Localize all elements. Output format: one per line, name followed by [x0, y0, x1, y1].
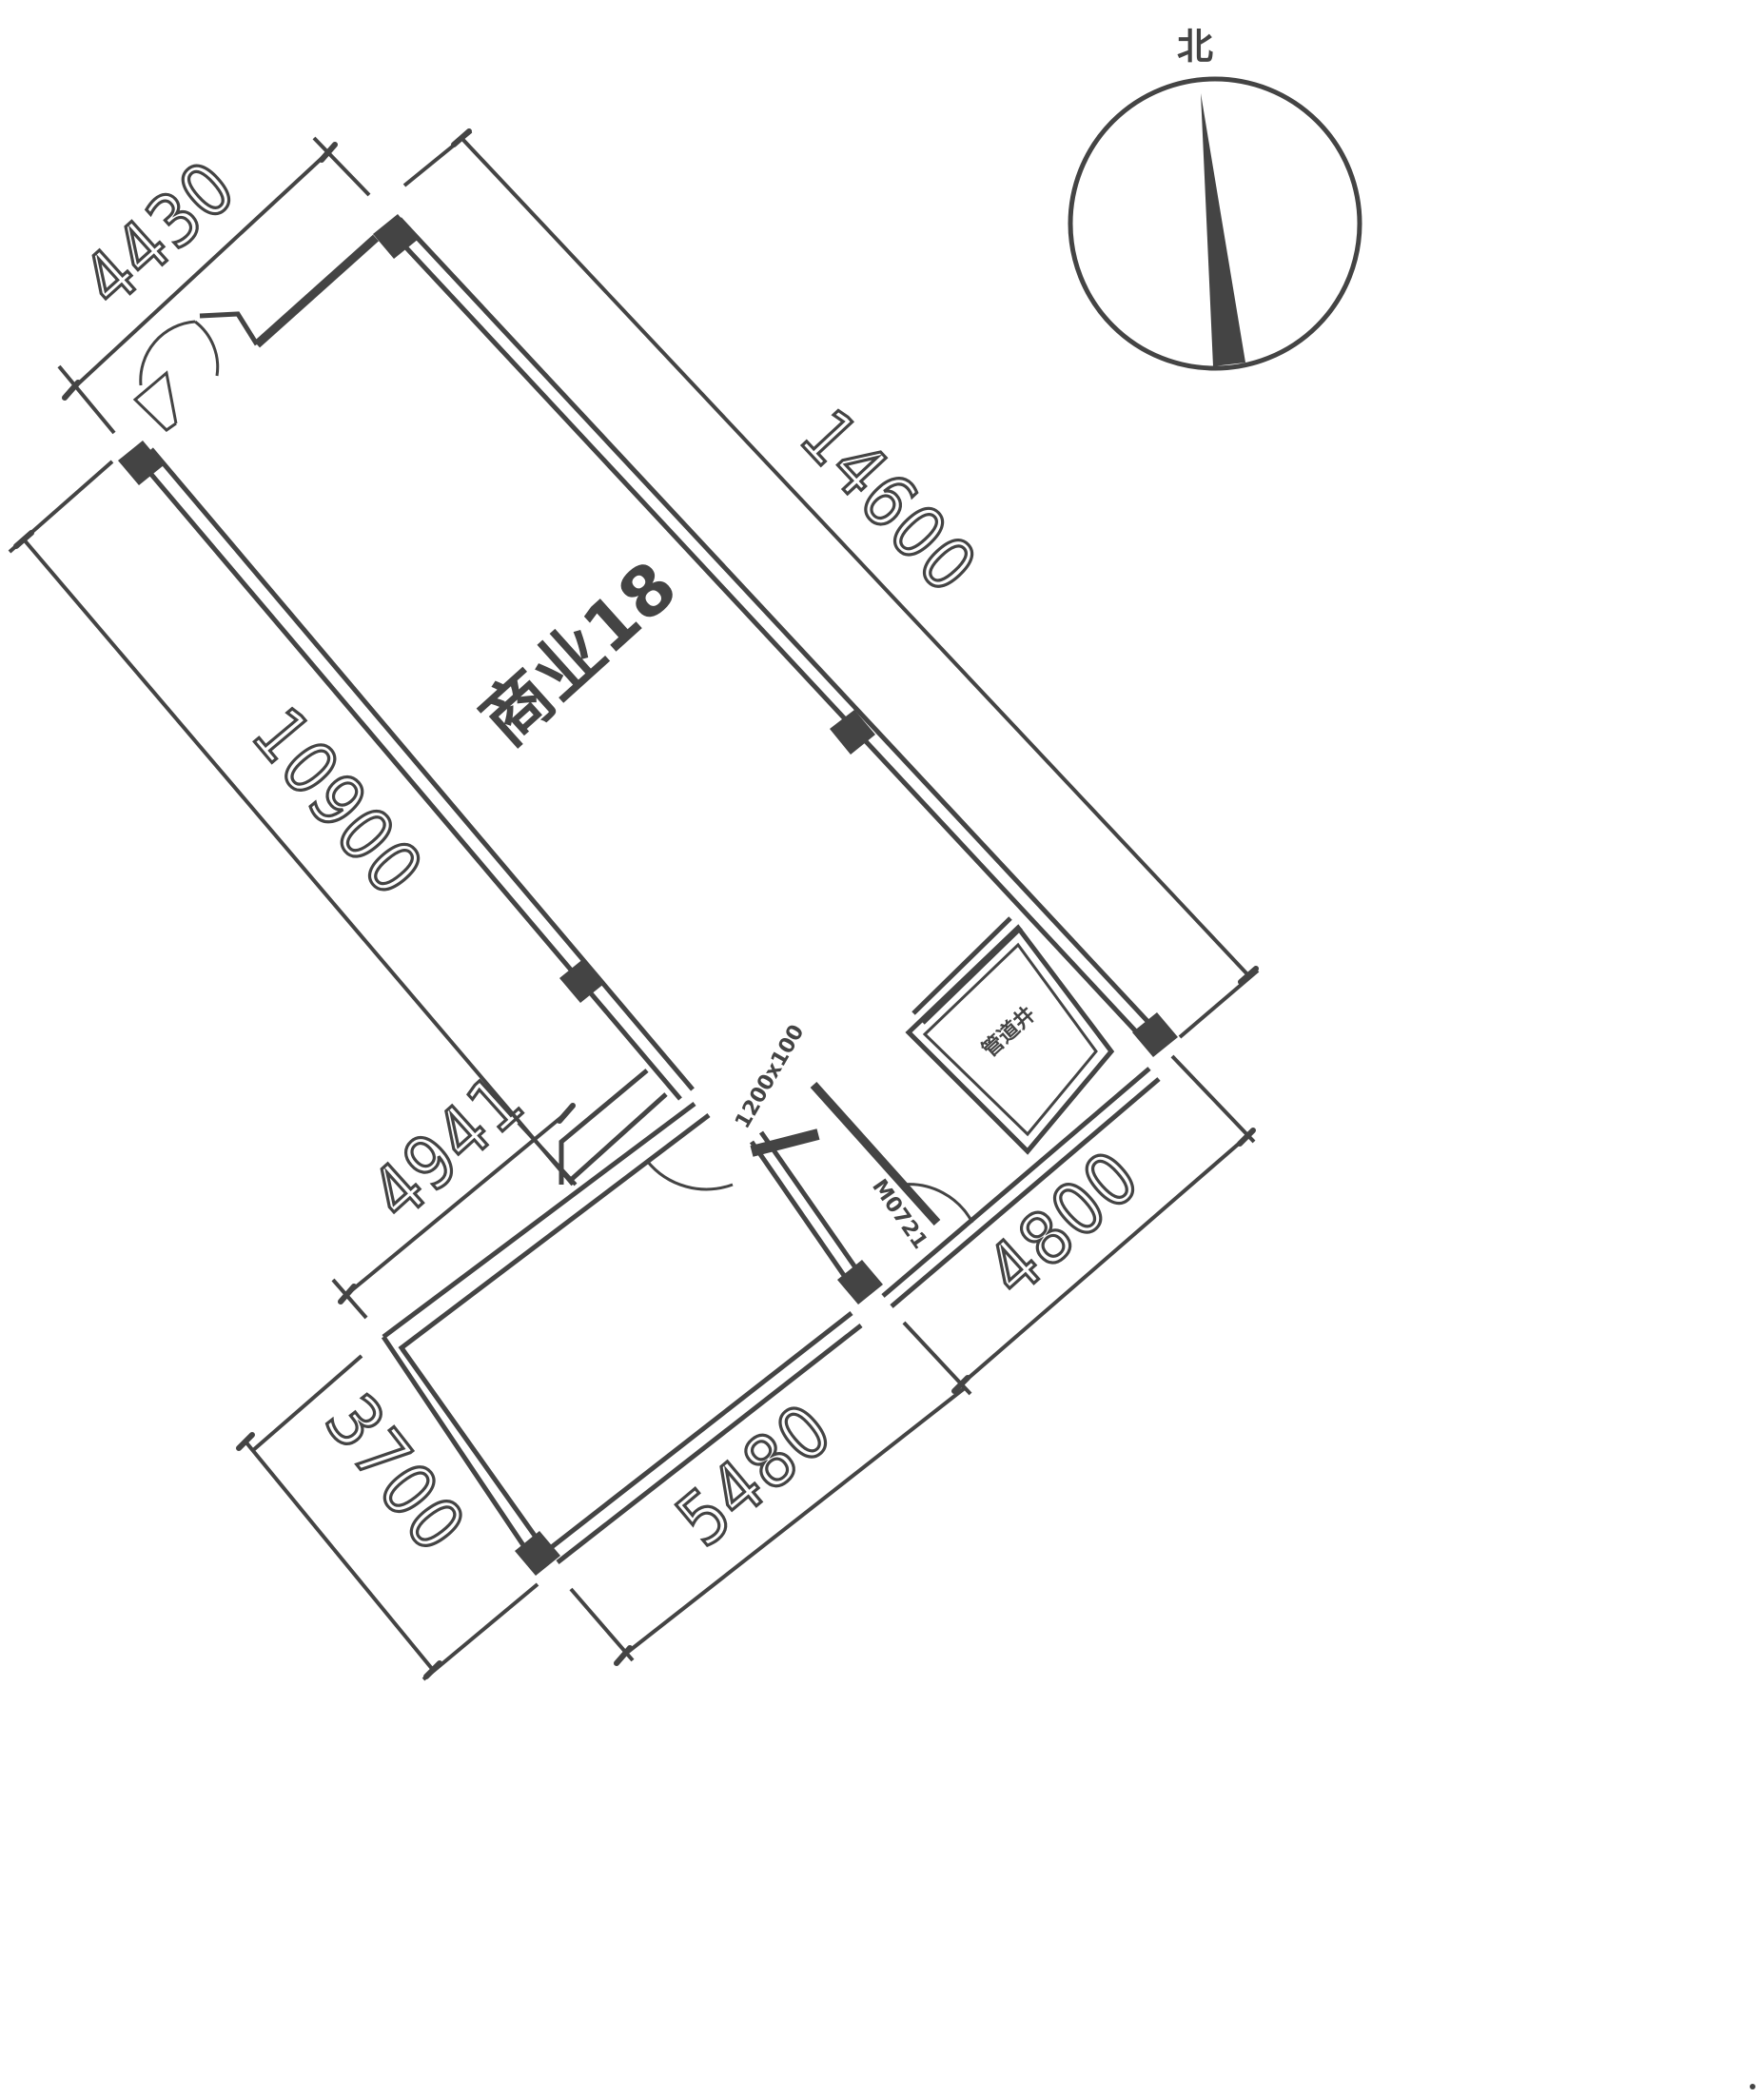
north-compass: 北 [1068, 26, 1362, 371]
pipe-shaft-label: 管道井 [977, 1002, 1040, 1062]
main-walls [132, 217, 1160, 1101]
corner-dot [1750, 2084, 1755, 2089]
dim-10900: 10900 [236, 692, 440, 912]
north-arrow-icon [1201, 93, 1245, 366]
door-swing-lower [645, 1160, 734, 1191]
dimension-lines [8, 128, 1260, 1681]
lower-walls [381, 1067, 1161, 1564]
door-swing [194, 320, 220, 377]
dim-14600: 14600 [784, 393, 993, 609]
opening-size-label: 1200x100 [731, 1021, 809, 1133]
columns [118, 214, 1178, 1576]
compass-circle [1068, 76, 1362, 371]
room-name: 商业18 [465, 546, 692, 761]
dim-5480: 5480 [661, 1386, 849, 1562]
dim-4430: 4430 [67, 144, 252, 323]
pipe-shaft [905, 924, 1115, 1155]
north-label: 北 [1177, 26, 1213, 68]
dim-3700: 3700 [309, 1380, 482, 1568]
